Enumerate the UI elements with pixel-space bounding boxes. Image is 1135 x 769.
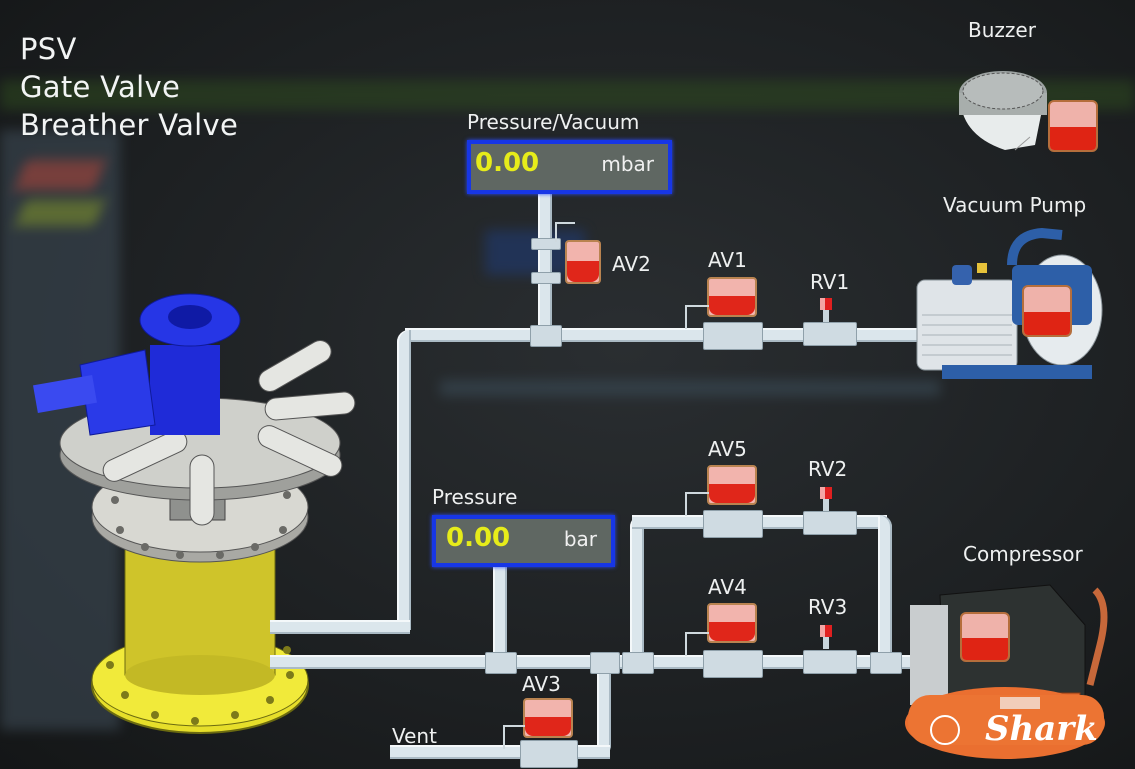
vacuum-pump-label: Vacuum Pump (943, 193, 1087, 217)
av5-label: AV5 (708, 437, 747, 461)
tee-fitting (530, 325, 562, 347)
av3-valve-body (520, 740, 578, 768)
buzzer-icon (959, 71, 1047, 151)
background-panel-blur (0, 80, 1135, 110)
rv2-label: RV2 (808, 457, 848, 481)
union-fitting (531, 238, 561, 250)
gauge-pv-unit: mbar (601, 152, 654, 176)
gauge-p-label: Pressure (432, 485, 518, 509)
pipe-left-riser (397, 330, 411, 630)
av1-valve-indicator[interactable] (707, 277, 757, 317)
av1-valve-body (703, 322, 763, 350)
av1-actuator-line (685, 305, 709, 329)
gauge-pv-value: 0.00 (475, 148, 540, 178)
rv3-stem (823, 637, 829, 649)
av4-valve-indicator[interactable] (707, 603, 757, 643)
pipe-psv-upper (270, 620, 410, 634)
rv1-relief-valve-indicator[interactable] (820, 298, 832, 310)
tee-fitting (870, 652, 902, 674)
rv1-stem (823, 310, 829, 322)
pipe-av5-left-riser (630, 515, 644, 660)
tee-fitting (622, 652, 654, 674)
av3-label: AV3 (522, 672, 561, 696)
gauge-p-unit: bar (563, 527, 597, 551)
av2-valve-indicator[interactable] (565, 240, 601, 284)
gauge-pv-label: Pressure/Vacuum (467, 110, 640, 134)
legend-item-psv: PSV (20, 32, 77, 66)
av2-actuator-line (555, 222, 575, 242)
pipe-gauge-pv-down (538, 192, 552, 342)
tee-fitting (590, 652, 620, 674)
compressor-brand-text: Shark (985, 709, 1098, 749)
pipe-gauge-p-down (493, 565, 507, 660)
vacuum-pump-status-indicator[interactable] (1022, 285, 1072, 337)
background-pipe-blur (440, 380, 940, 396)
av1-label: AV1 (708, 248, 747, 272)
legend-item-gate-valve: Gate Valve (20, 70, 181, 104)
rv2-relief-valve-indicator[interactable] (820, 487, 832, 499)
vacuum-pump-icon (916, 227, 1103, 379)
equipment-legend: PSV Gate Valve Breather Valve (20, 30, 238, 144)
av3-actuator-line (503, 725, 525, 749)
av5-actuator-line (685, 492, 709, 516)
rv1-valve-body (803, 322, 857, 346)
av4-actuator-line (685, 632, 709, 656)
av2-label: AV2 (612, 252, 651, 276)
rv1-label: RV1 (810, 270, 850, 294)
compressor-status-indicator[interactable] (960, 612, 1010, 662)
psv-assembly-icon[interactable] (25, 285, 365, 755)
rv3-valve-body (803, 650, 857, 674)
legend-item-breather-valve: Breather Valve (20, 108, 239, 142)
union-fitting (531, 272, 561, 284)
av5-valve-body (703, 510, 763, 538)
buzzer-label: Buzzer (968, 18, 1036, 42)
av4-valve-body (703, 650, 763, 678)
gauge-p-value: 0.00 (446, 523, 511, 553)
gauge-pressure: 0.00 bar (432, 515, 615, 567)
vent-label: Vent (392, 724, 437, 748)
av5-valve-indicator[interactable] (707, 465, 757, 505)
buzzer-status-indicator[interactable] (1048, 100, 1098, 152)
av3-valve-indicator[interactable] (523, 698, 573, 738)
rv3-label: RV3 (808, 595, 848, 619)
compressor-icon: Shark (905, 584, 1108, 759)
rv3-relief-valve-indicator[interactable] (820, 625, 832, 637)
tee-fitting (485, 652, 517, 674)
rv2-valve-body (803, 511, 857, 535)
background-logo-blur-2 (15, 200, 105, 226)
background-logo-blur (14, 160, 106, 190)
gauge-pressure-vacuum: 0.00 mbar (467, 140, 672, 194)
av4-label: AV4 (708, 575, 747, 599)
pipe-av5-right-drop (878, 515, 892, 660)
pipe-vent-drop (597, 662, 611, 757)
rv2-stem (823, 499, 829, 511)
compressor-label: Compressor (963, 542, 1083, 566)
